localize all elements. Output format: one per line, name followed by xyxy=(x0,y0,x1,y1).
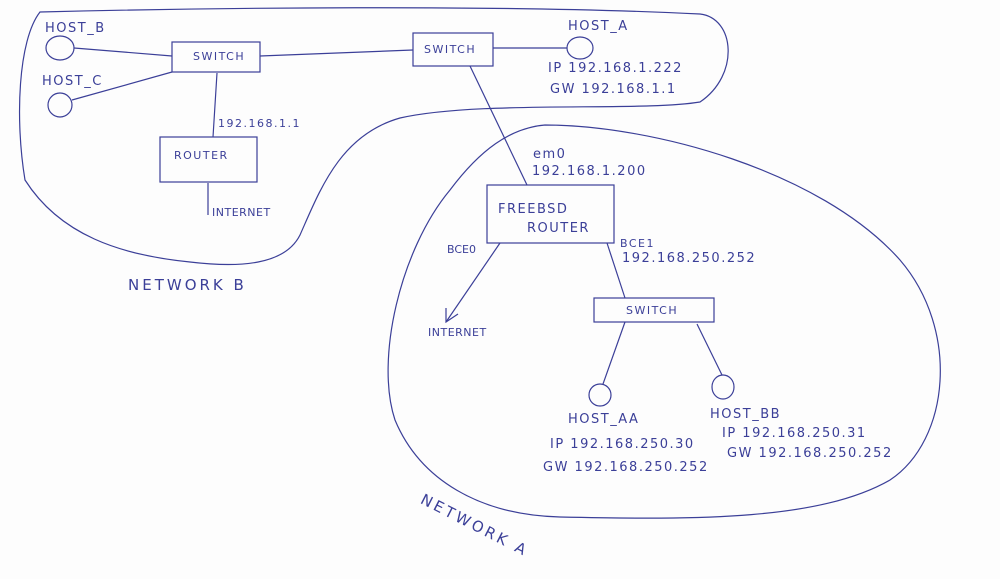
host-c-label: HOST_C xyxy=(42,74,103,89)
host-bb-icon xyxy=(711,374,735,400)
network-b-boundary xyxy=(18,7,729,266)
host-a-gw: GW 192.168.1.1 xyxy=(550,82,677,97)
switch-2-label: SWITCH xyxy=(424,43,477,56)
host-b-icon xyxy=(45,35,75,61)
host-aa-icon xyxy=(588,383,612,407)
bce0-label: BCE0 xyxy=(447,243,476,256)
host-a-icon xyxy=(566,36,594,60)
internet-a-label: INTERNET xyxy=(428,326,487,339)
host-c-icon xyxy=(47,92,73,118)
host-b-label: HOST_B xyxy=(45,21,106,36)
router-ip: 192.168.1.1 xyxy=(218,117,301,130)
freebsd-router-label: ROUTER xyxy=(527,221,590,236)
host-aa-gw: GW 192.168.250.252 xyxy=(543,460,709,475)
router-label: ROUTER xyxy=(174,149,229,162)
host-aa-ip: IP 192.168.250.30 xyxy=(550,437,695,452)
host-aa-label: HOST_AA xyxy=(568,412,640,427)
host-bb-gw: GW 192.168.250.252 xyxy=(727,446,893,461)
bce1-ip: 192.168.250.252 xyxy=(622,251,757,266)
internet-b-label: INTERNET xyxy=(212,206,271,219)
host-a-label: HOST_A xyxy=(568,19,629,34)
freebsd-router-box xyxy=(486,184,615,244)
switch-3-box xyxy=(593,297,715,323)
host-a-ip: IP 192.168.1.222 xyxy=(548,61,683,76)
switch-3-label: SWITCH xyxy=(626,304,679,317)
links xyxy=(71,47,723,385)
host-bb-ip: IP 192.168.250.31 xyxy=(722,426,867,441)
host-bb-label: HOST_BB xyxy=(710,407,782,422)
freebsd-label: FREEBSD xyxy=(498,202,569,217)
em0-label: em0 xyxy=(533,147,567,162)
switch-2-box xyxy=(412,32,494,67)
network-b-label: NETWORK B xyxy=(128,276,247,294)
router-box xyxy=(159,136,258,183)
network-a-boundary xyxy=(387,124,941,519)
switch-1-box xyxy=(171,41,261,73)
em0-ip: 192.168.1.200 xyxy=(532,164,647,179)
switch-1-label: SWITCH xyxy=(193,50,246,63)
bce1-label: BCE1 xyxy=(620,237,655,250)
